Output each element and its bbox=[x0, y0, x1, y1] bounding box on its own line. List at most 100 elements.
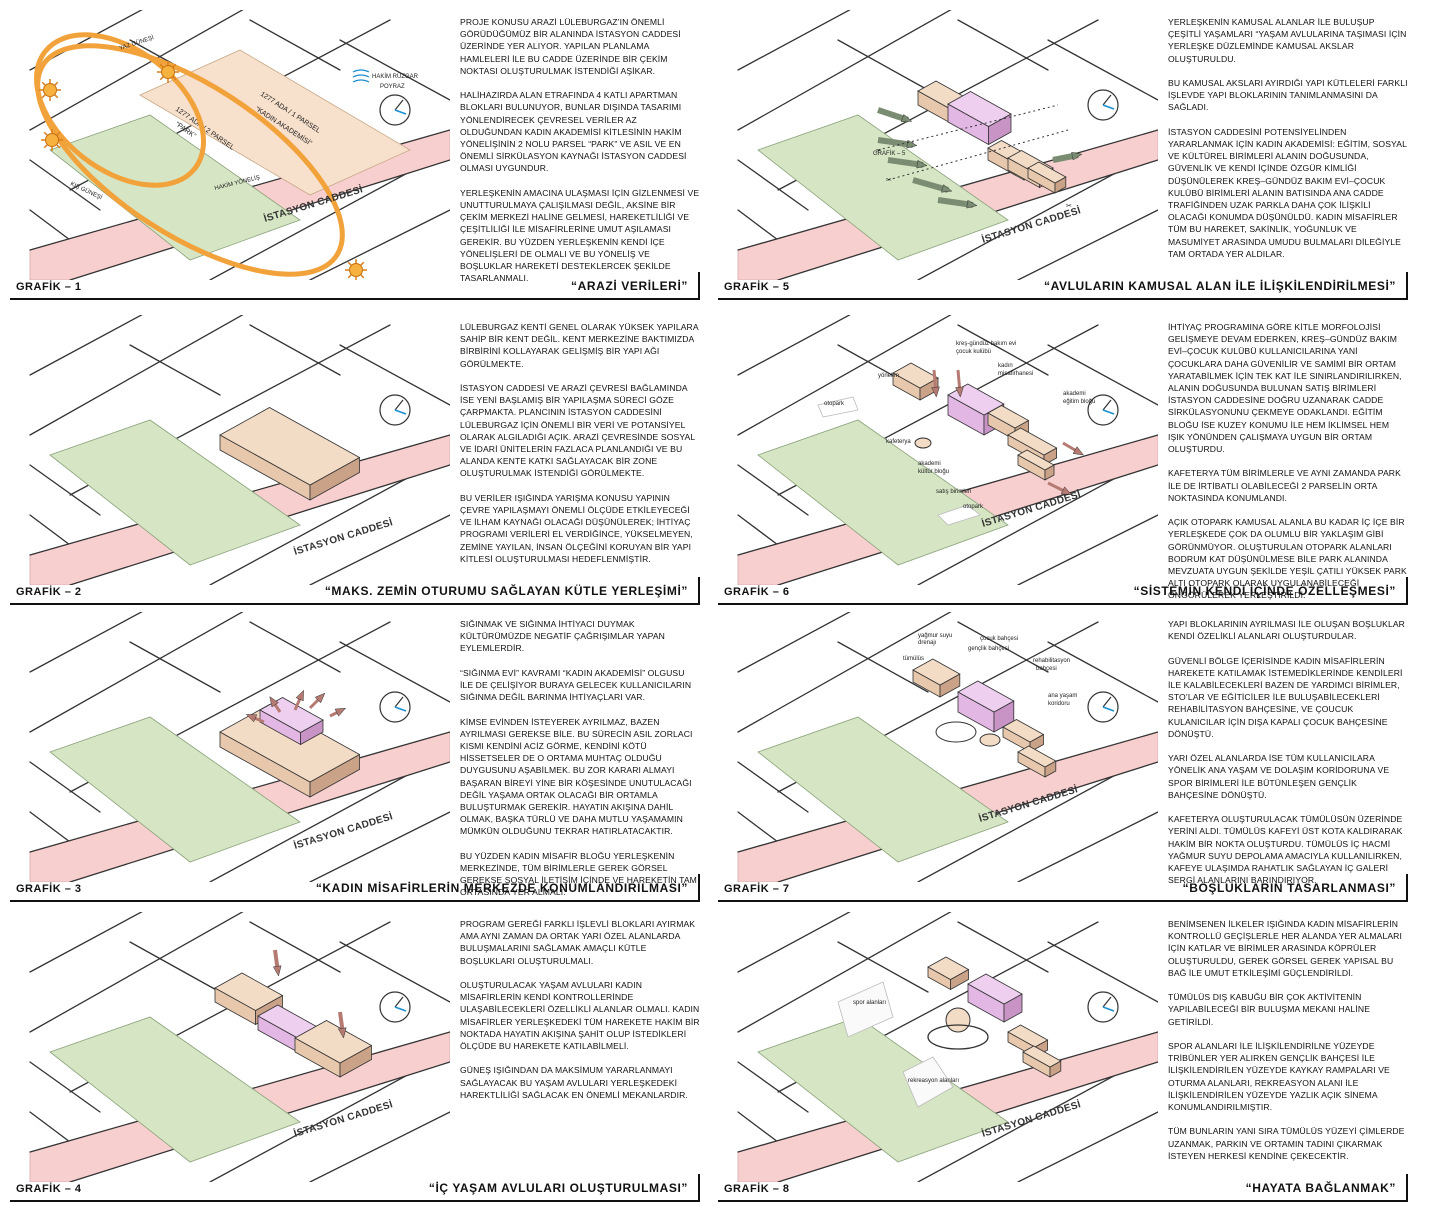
street-name: İSTASYON CADDESİ bbox=[292, 809, 394, 852]
street-line bbox=[957, 921, 1049, 973]
building-block bbox=[1017, 449, 1055, 481]
panel-description: PROGRAM GEREĞİ FARKLI İŞLEVLİ BLOKLARI A… bbox=[460, 919, 700, 1100]
diagram-label: koridoru bbox=[1048, 701, 1070, 707]
sun-icon bbox=[157, 61, 179, 83]
building-block bbox=[219, 407, 361, 501]
scissors-icon: ✂ bbox=[886, 177, 892, 184]
street-line bbox=[29, 612, 143, 673]
street-line bbox=[129, 344, 221, 396]
building-block bbox=[1022, 1045, 1062, 1078]
building-block bbox=[1027, 161, 1067, 194]
street-line bbox=[1017, 514, 1158, 585]
diagram-label: POYRAZ bbox=[380, 84, 405, 90]
diagram-label: GRAFİK – 5 bbox=[873, 150, 906, 157]
direction-arrow-icon bbox=[1062, 441, 1085, 456]
block-top bbox=[219, 407, 361, 486]
block-top bbox=[967, 973, 1023, 1005]
panel-title: “İÇ YAŞAM AVLULARI OLUŞTURULMASI” bbox=[428, 1181, 688, 1195]
park-parcel bbox=[757, 114, 1009, 261]
site-parcel bbox=[139, 49, 411, 196]
street-line bbox=[309, 811, 450, 882]
sun-icon bbox=[345, 259, 367, 280]
park-parcel bbox=[49, 419, 301, 566]
street-line bbox=[737, 612, 851, 673]
winter-sun-path bbox=[34, 32, 206, 188]
diagram-label: yönetim bbox=[878, 373, 899, 379]
site-diagram: İSTASYON CADDESİ bbox=[29, 912, 450, 1182]
panel-description: PROJE KONUSU ARAZİ LÜLEBURGAZ’IN ÖNEMLİ … bbox=[460, 17, 700, 284]
direction-arrow-icon bbox=[337, 1011, 347, 1039]
street-line bbox=[249, 19, 341, 71]
cafeteria bbox=[914, 437, 932, 449]
street-line bbox=[1017, 209, 1158, 280]
building-block bbox=[294, 1020, 373, 1078]
women-guest-block bbox=[957, 680, 1015, 733]
street-line bbox=[249, 921, 341, 973]
diagram-label: spor alanları bbox=[853, 1000, 886, 1006]
block-top bbox=[1017, 745, 1057, 768]
tumulus bbox=[935, 721, 977, 743]
compass-icon bbox=[379, 94, 411, 126]
building-block bbox=[1017, 745, 1057, 778]
diagram-label: yağmur suyu bbox=[918, 633, 952, 639]
block-top bbox=[1017, 449, 1055, 471]
street-line bbox=[737, 612, 952, 733]
sport-area bbox=[837, 981, 894, 1038]
street-line bbox=[737, 1111, 779, 1143]
direction-arrow-icon bbox=[912, 177, 953, 193]
diagram-label: akademi bbox=[918, 461, 941, 467]
diagram-label: gençlik bahçesi bbox=[968, 646, 1009, 652]
street-line bbox=[339, 39, 450, 101]
diagram-label: kültür bloğu bbox=[918, 469, 949, 475]
street-line bbox=[1047, 39, 1158, 101]
street-line bbox=[29, 514, 71, 546]
diagram-panel-2: İSTASYON CADDESİ LÜLEBURGAZ KENTİ GENEL … bbox=[10, 315, 700, 605]
street-line bbox=[737, 811, 779, 843]
block-top bbox=[1007, 1024, 1049, 1048]
block-top bbox=[219, 704, 361, 783]
panel-title: “MAKS. ZEMİN OTURUMU SAĞLAYAN KÜTLE YERL… bbox=[324, 584, 688, 598]
panel-description: BENİMSENEN İLKELER IŞIĞINDA KADIN MİSAFİ… bbox=[1168, 919, 1405, 1161]
street-line bbox=[309, 209, 450, 280]
street-line bbox=[737, 10, 952, 131]
street-line bbox=[29, 912, 244, 1033]
direction-arrow-icon bbox=[937, 197, 978, 209]
street-line bbox=[737, 10, 851, 71]
direction-arrow-icon bbox=[955, 369, 964, 398]
building-block bbox=[892, 362, 939, 401]
diagram-panel-4: İSTASYON CADDESİ PROGRAM GEREĞİ FARKLI İ… bbox=[10, 912, 700, 1202]
direction-arrow-icon bbox=[887, 157, 928, 169]
panel-footer: GRAFİK – 8 “HAYATA BAĞLANMAK” bbox=[718, 1174, 1408, 1202]
panel-label: GRAFİK – 2 bbox=[16, 586, 82, 598]
recreation-area bbox=[902, 1056, 954, 1108]
block-top bbox=[294, 1020, 373, 1064]
panel-title: “SİSTEMİN KENDİ İÇİNDE ÖZELLEŞMESİ” bbox=[1133, 584, 1396, 598]
street-line bbox=[29, 10, 244, 131]
diagram-panel-1: 1277 ADA / 1 PARSEL“KADIN AKADEMİSİ”1277… bbox=[10, 10, 700, 300]
panel-description: YERLEŞKENİN KAMUSAL ALANLAR İLE BULUŞUP … bbox=[1168, 17, 1408, 259]
panel-description: LÜLEBURGAZ KENTİ GENEL OLARAK YÜKSEK YAP… bbox=[460, 322, 699, 564]
panel-description: SIĞINMAK VE SIĞINMA İHTİYACI DUYMAK KÜLT… bbox=[460, 619, 697, 898]
street-line bbox=[737, 315, 952, 436]
scissors-icon: ✂ bbox=[876, 148, 882, 155]
wind-icon bbox=[352, 69, 370, 83]
compass-icon bbox=[379, 991, 411, 1023]
panel-footer: GRAFİK – 7 “BOŞLUKLARIN TASARLANMASI” bbox=[718, 874, 1408, 902]
panel-title: “KADIN MİSAFİRLERİN MERKEZDE KONUMLANDIR… bbox=[315, 881, 688, 895]
street-line bbox=[29, 1111, 71, 1143]
building-block bbox=[927, 956, 970, 991]
diagram-label: çocuk kulübü bbox=[956, 349, 991, 355]
street-line bbox=[737, 159, 809, 211]
direction-arrow-icon bbox=[272, 949, 282, 977]
diagram-label: otopark bbox=[824, 401, 845, 407]
street-line bbox=[309, 514, 450, 585]
street-line bbox=[29, 315, 143, 376]
park-parcel bbox=[49, 1016, 301, 1163]
direction-arrow-icon bbox=[877, 137, 918, 149]
building-block bbox=[219, 704, 361, 798]
panel-label: GRAFİK – 4 bbox=[16, 1183, 82, 1195]
diagram-label: HAKİM RÜZGAR bbox=[372, 73, 419, 80]
site-diagram: İSTASYON CADDESİ bbox=[29, 315, 450, 585]
tumulus bbox=[945, 1007, 971, 1033]
